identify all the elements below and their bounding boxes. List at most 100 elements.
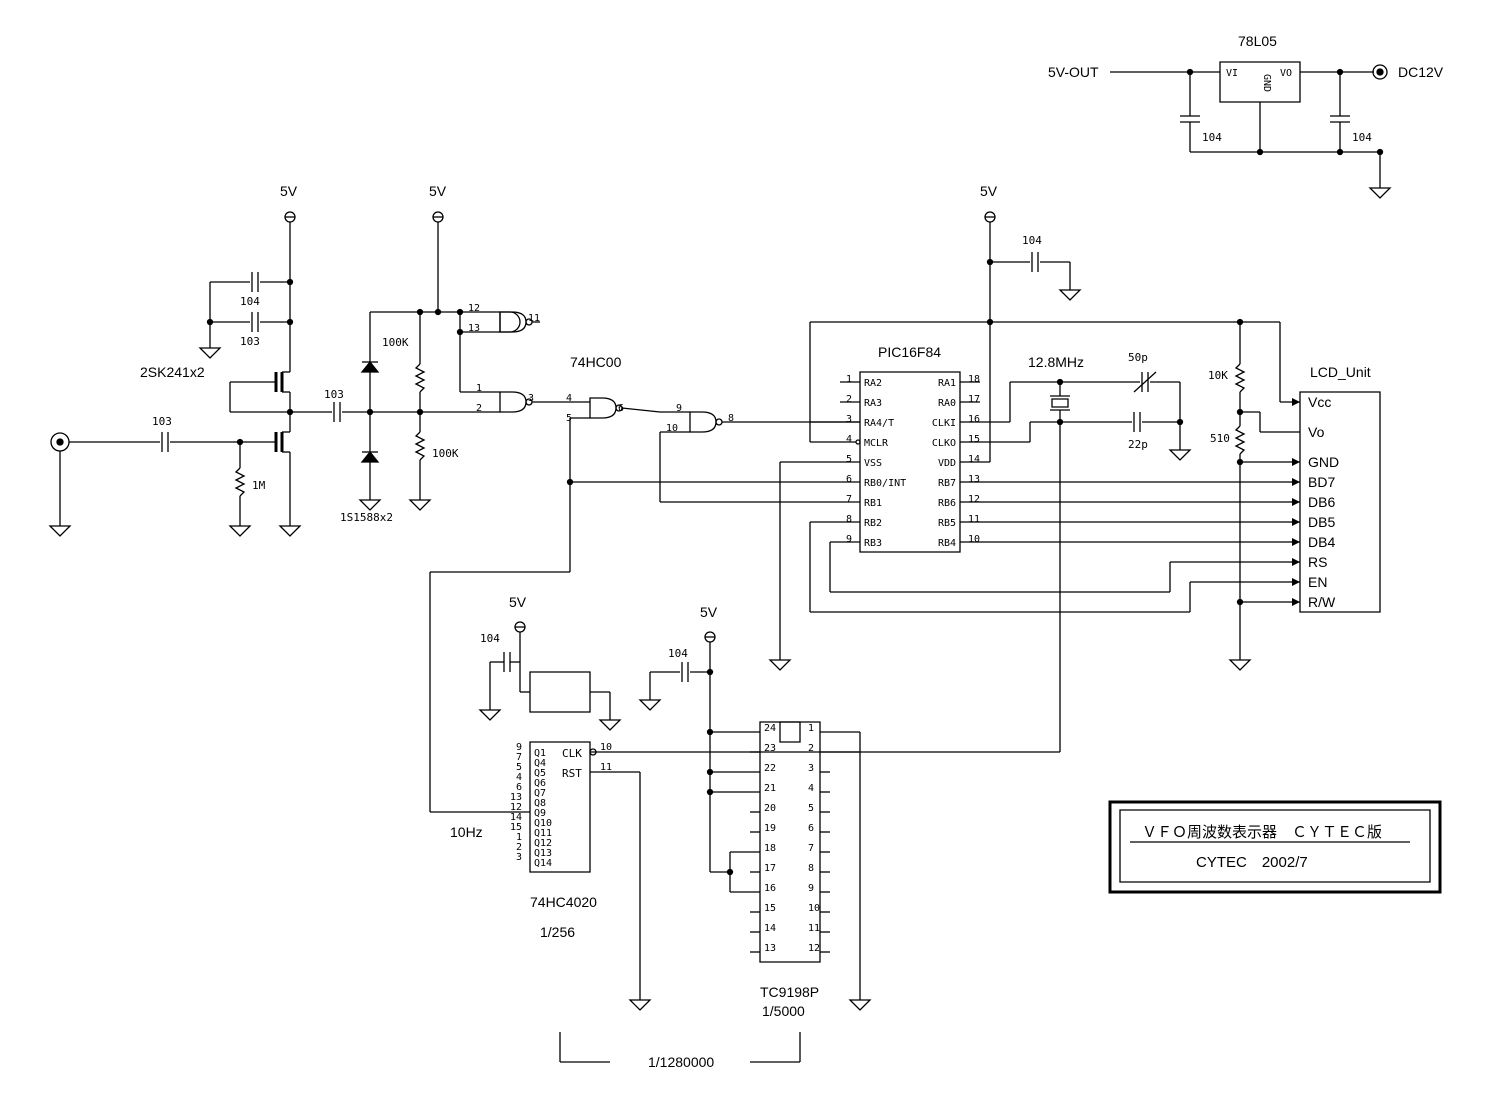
pic-pin-number: 5 <box>846 454 852 465</box>
lcd-pin-label: GND <box>1308 454 1339 470</box>
counter-pin-number: 4 <box>516 772 522 783</box>
crystal-oscillator <box>1010 372 1191 752</box>
pic-pin-name: RA2 <box>864 378 882 389</box>
input-cap-in: 103 <box>152 415 172 428</box>
supply-5v-3: 5V <box>980 183 998 199</box>
lcd-unit <box>1229 320 1380 671</box>
lcd-pin-label: Vo <box>1308 424 1325 440</box>
counter-pin-number: 7 <box>516 752 522 763</box>
divider-pin-number: 7 <box>808 843 814 854</box>
pic-pin-number: 7 <box>846 494 852 505</box>
pic-pin-number: 9 <box>846 534 852 545</box>
divider-pin-number: 14 <box>764 923 776 934</box>
crystal-trimmer: 50p <box>1128 351 1148 364</box>
nand-name: 74HC00 <box>570 354 622 370</box>
divider-pin-number: 18 <box>764 843 776 854</box>
regulator-78l05 <box>1110 62 1391 199</box>
lcd-pin-label: DB4 <box>1308 534 1335 550</box>
pic-pin-name: RA1 <box>938 378 956 389</box>
pic-pin-number: 14 <box>968 454 980 465</box>
total-ratio: 1/1280000 <box>648 1054 714 1070</box>
divider-pin-number: 12 <box>808 943 820 954</box>
divider-pin-number: 6 <box>808 823 814 834</box>
counter-pin-number: 3 <box>516 852 522 863</box>
divider-pin-number: 16 <box>764 883 776 894</box>
divider-pin-number: 11 <box>808 923 820 934</box>
oscillator-module <box>530 672 590 712</box>
pic-pin-name: RA0 <box>938 398 956 409</box>
pic-pin-name: CLKI <box>932 418 956 429</box>
counter-pin-number: 14 <box>510 812 522 823</box>
divider-pin-number: 19 <box>764 823 776 834</box>
counter-pin-11: 11 <box>600 762 612 773</box>
divider-pin-number: 8 <box>808 863 814 874</box>
counter-pin-number: 12 <box>510 802 522 813</box>
lcd-name: LCD_Unit <box>1310 364 1371 380</box>
nand-gates <box>430 312 860 812</box>
crystal-cap: 22p <box>1128 438 1148 451</box>
divider-cap: 104 <box>668 647 688 660</box>
divider-pin-number: 23 <box>764 743 776 754</box>
regulator-vo: VO <box>1280 68 1292 79</box>
divider-pin-number: 1 <box>808 723 814 734</box>
pic16f84 <box>769 211 1290 671</box>
pic-pin-name: RB0/INT <box>864 478 906 489</box>
divider-pin-number: 20 <box>764 803 776 814</box>
divider-pin-number: 24 <box>764 723 776 734</box>
dc12v-terminal <box>1373 65 1387 79</box>
counter-output-label: Q8 <box>534 798 546 809</box>
pic-pin-name: VDD <box>938 458 956 469</box>
divider-pin-number: 5 <box>808 803 814 814</box>
supply-5v-5: 5V <box>700 604 718 620</box>
pic-pin-name: RB1 <box>864 498 882 509</box>
title-sub: CYTEC 2002/7 <box>1196 854 1308 871</box>
counter-output-label: Q5 <box>534 768 546 779</box>
counter-rst: RST <box>562 767 582 780</box>
nand-pin-11: 11 <box>528 313 540 324</box>
nand-pin-10: 10 <box>666 423 678 434</box>
pic-pin-number: 12 <box>968 494 980 505</box>
pic-pin-name: VSS <box>864 458 882 469</box>
counter-pin-number: 5 <box>516 762 522 773</box>
lcd-pin-label: DB5 <box>1308 514 1335 530</box>
pic-pin-number: 13 <box>968 474 980 485</box>
pic-pin-name: RB5 <box>938 518 956 529</box>
input-cap-couple: 103 <box>324 388 344 401</box>
divider-pin-number: 22 <box>764 763 776 774</box>
input-stage <box>49 211 500 537</box>
pic-pin-number: 2 <box>846 394 852 405</box>
input-cap-b: 103 <box>240 335 260 348</box>
pic-pin-number: 18 <box>968 374 980 385</box>
lcd-pin-label: BD7 <box>1308 474 1335 490</box>
pic-pin-name: RB6 <box>938 498 956 509</box>
divider-pin-number: 9 <box>808 883 814 894</box>
regulator-vi: VI <box>1226 68 1238 79</box>
pic-pin-number: 6 <box>846 474 852 485</box>
pic-pin-name: RB2 <box>864 518 882 529</box>
divider-pin-number: 10 <box>808 903 820 914</box>
pic-name: PIC16F84 <box>878 344 941 360</box>
input-cap-a: 104 <box>240 295 260 308</box>
counter-name: 74HC4020 <box>530 894 597 910</box>
counter-pin-number: 15 <box>510 822 522 833</box>
nand-pin-2: 2 <box>476 403 482 414</box>
lcd-pin-label: RS <box>1308 554 1327 570</box>
counter-pin-number: 6 <box>516 782 522 793</box>
counter-pin-number: 13 <box>510 792 522 803</box>
counter-pin-number: 2 <box>516 842 522 853</box>
counter-body <box>530 742 590 872</box>
divider-pin-number: 13 <box>764 943 776 954</box>
pic-pin-name: MCLR <box>864 438 889 449</box>
nand-pin-6: 6 <box>618 403 624 414</box>
counter-output-label: Q12 <box>534 838 552 849</box>
divider-pin-number: 2 <box>808 743 814 754</box>
counter-output-label: Q14 <box>534 858 552 869</box>
nand-pin-13: 13 <box>468 323 480 334</box>
divider-pin-number: 4 <box>808 783 814 794</box>
regulator-cap2: 104 <box>1352 131 1372 144</box>
input-diodes: 1S1588x2 <box>340 511 393 524</box>
